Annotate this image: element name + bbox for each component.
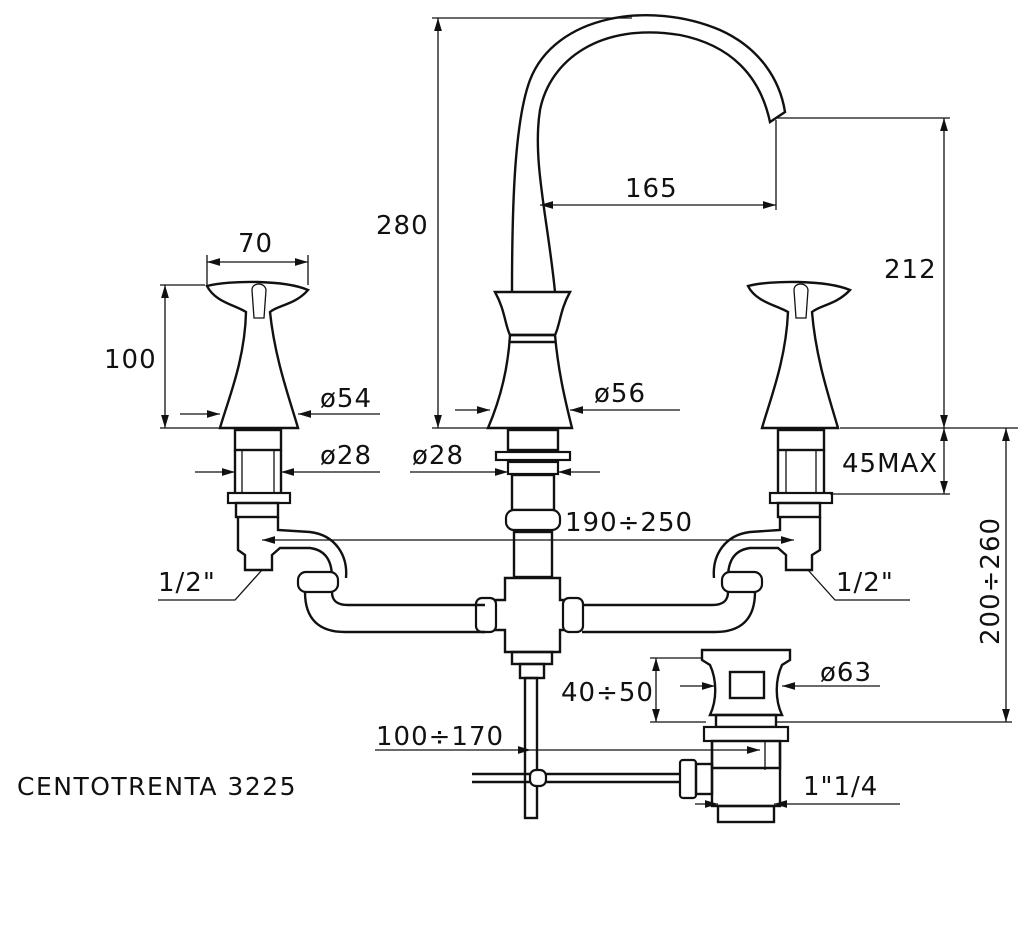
dim-handle-height: 100 <box>104 345 157 375</box>
dim-inlet-right: 1/2" <box>836 568 894 598</box>
dim-max-deck-thickness: 45MAX <box>842 449 938 479</box>
product-title: CENTOTRENTA 3225 <box>17 772 297 801</box>
dim-drain-diameter: ø63 <box>820 658 872 688</box>
dim-drain-thickness: 40÷50 <box>561 678 654 708</box>
dim-shank-diameter-center: ø28 <box>412 441 464 471</box>
dim-shank-diameter-left: ø28 <box>320 441 372 471</box>
dim-drain-thread: 1"1/4 <box>803 772 878 802</box>
dim-center-spacing: 190÷250 <box>565 508 693 538</box>
dim-body-diameter: ø56 <box>594 379 646 409</box>
dim-total-height: 280 <box>376 211 429 241</box>
spout <box>510 14 787 293</box>
dim-inlet-left: 1/2" <box>158 568 216 598</box>
dim-spout-reach: 165 <box>625 174 678 204</box>
right-supply-pipe <box>582 570 764 634</box>
dim-under-deck-height: 200÷260 <box>976 517 1006 645</box>
left-supply-pipe <box>296 570 485 634</box>
dim-handle-diameter: ø54 <box>320 384 372 414</box>
dim-drain-rod-distance: 100÷170 <box>376 722 504 752</box>
dim-spout-height: 212 <box>884 255 937 285</box>
right-handle <box>712 280 853 579</box>
dimension-lines <box>158 17 1018 808</box>
left-handle <box>205 280 348 579</box>
dim-handle-width: 70 <box>238 229 273 259</box>
pop-up-drain <box>472 648 792 824</box>
